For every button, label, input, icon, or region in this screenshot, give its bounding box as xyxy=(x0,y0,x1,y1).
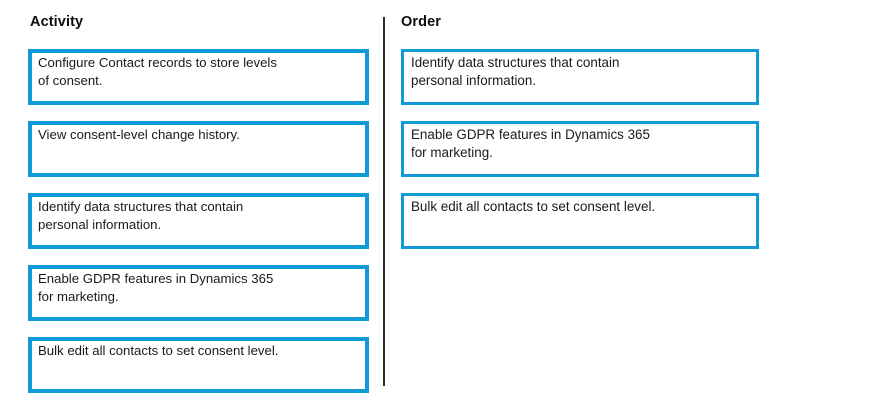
activity-item-2[interactable]: View consent-level change history. xyxy=(28,121,369,177)
order-items-list: Identify data structures that contain pe… xyxy=(401,49,759,249)
order-item-3[interactable]: Bulk edit all contacts to set consent le… xyxy=(401,193,759,249)
order-item-3-label: Bulk edit all contacts to set consent le… xyxy=(411,199,656,214)
order-item-1[interactable]: Identify data structures that contain pe… xyxy=(401,49,759,105)
activity-item-5[interactable]: Bulk edit all contacts to set consent le… xyxy=(28,337,369,393)
activity-item-4[interactable]: Enable GDPR features in Dynamics 365 for… xyxy=(28,265,369,321)
activity-item-2-label: View consent-level change history. xyxy=(38,127,240,142)
activity-item-3-label: Identify data structures that contain pe… xyxy=(38,199,244,232)
order-item-2[interactable]: Enable GDPR features in Dynamics 365 for… xyxy=(401,121,759,177)
activity-item-1[interactable]: Configure Contact records to store level… xyxy=(28,49,369,105)
order-item-1-label: Identify data structures that contain pe… xyxy=(411,55,620,88)
activity-item-5-label: Bulk edit all contacts to set consent le… xyxy=(38,343,279,358)
activity-column-header: Activity xyxy=(30,14,84,30)
order-column-header: Order xyxy=(401,14,441,30)
activity-item-3[interactable]: Identify data structures that contain pe… xyxy=(28,193,369,249)
activity-item-1-label: Configure Contact records to store level… xyxy=(38,55,277,88)
activity-item-4-label: Enable GDPR features in Dynamics 365 for… xyxy=(38,271,274,304)
order-item-2-label: Enable GDPR features in Dynamics 365 for… xyxy=(411,127,650,160)
activity-items-list: Configure Contact records to store level… xyxy=(28,49,369,393)
column-divider xyxy=(383,17,385,386)
